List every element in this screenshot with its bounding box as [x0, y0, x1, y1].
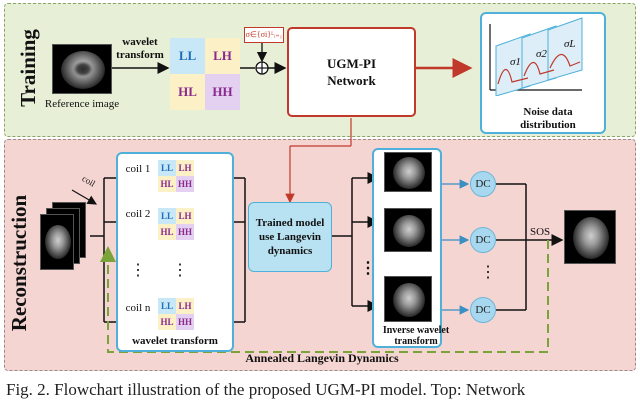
coil-2-hl: HL	[158, 224, 176, 240]
coil-wavelet-caption: wavelet transform	[132, 335, 218, 347]
dc-circle-2: DC	[470, 227, 496, 253]
coil-n-hl: HL	[158, 314, 176, 330]
reference-image	[52, 44, 112, 94]
wavelet-transform-label: wavelet transform	[116, 36, 164, 61]
coil-n-lh: LH	[176, 298, 194, 314]
coil-1-lh: LH	[176, 160, 194, 176]
coil-image-front	[40, 214, 74, 270]
sigma-2-label: σ2	[536, 48, 547, 60]
dc-circle-n: DC	[470, 297, 496, 323]
network-label: UGM-PI Network	[326, 56, 377, 88]
ugm-pi-network-box: UGM-PI Network	[287, 27, 416, 117]
coil-n-label: coil n	[125, 302, 151, 314]
coil-1-hh: HH	[176, 176, 194, 192]
coil-n-hh: HH	[176, 314, 194, 330]
noise-distribution-box: σ1 σ2 σL Noise data distribution	[480, 12, 606, 134]
wavelet-dots: ⋮	[172, 262, 188, 279]
sigma-l-label: σL	[564, 38, 576, 50]
noise-caption: Noise data distribution	[520, 106, 576, 131]
inverse-dots: ⋮	[360, 260, 376, 277]
coil-2-ll: LL	[158, 208, 176, 224]
inverse-image-1	[384, 152, 432, 192]
sigma-box: σ∈{σi}ᴸᵢ₌₁	[244, 27, 284, 43]
figure-caption: Fig. 2. Flowchart illustration of the pr…	[6, 380, 526, 399]
coil-2-hh: HH	[176, 224, 194, 240]
dc-circle-1: DC	[470, 171, 496, 197]
final-reconstruction-image	[564, 210, 616, 264]
reference-caption: Reference image	[44, 98, 120, 110]
coil-2-grid: LL LH HL HH	[158, 208, 194, 240]
noise-plot-icon	[489, 17, 583, 96]
coil-n-ll: LL	[158, 298, 176, 314]
coil-1-grid: LL LH HL HH	[158, 160, 194, 192]
coil-n-grid: LL LH HL HH	[158, 298, 194, 330]
quadrant-hl: HL	[170, 74, 205, 110]
quadrant-hh: HH	[205, 74, 240, 110]
inverse-image-n	[384, 276, 432, 322]
quadrant-ll: LL	[170, 38, 205, 74]
inverse-image-2	[384, 208, 432, 252]
coil-2-lh: LH	[176, 208, 194, 224]
sigma-1-label: σ1	[510, 56, 521, 68]
coil-2-label: coil 2	[125, 208, 151, 220]
trained-model-label: Trained model use Langevin dynamics	[255, 217, 325, 257]
annealed-langevin-label: Annealed Langevin Dynamics	[245, 351, 399, 365]
coil-1-hl: HL	[158, 176, 176, 192]
trained-model-box: Trained model use Langevin dynamics	[248, 202, 332, 272]
coil-1-ll: LL	[158, 160, 176, 176]
coil-1-label: coil 1	[125, 163, 151, 175]
coil-dots: ⋮	[130, 262, 146, 279]
inverse-wavelet-caption: Inverse wavelet transform	[382, 325, 450, 347]
training-wavelet-grid: LL LH HL HH	[170, 38, 240, 110]
sos-label: SOS	[530, 226, 551, 238]
quadrant-lh: LH	[205, 38, 240, 74]
dc-dots: ⋮	[480, 264, 496, 281]
